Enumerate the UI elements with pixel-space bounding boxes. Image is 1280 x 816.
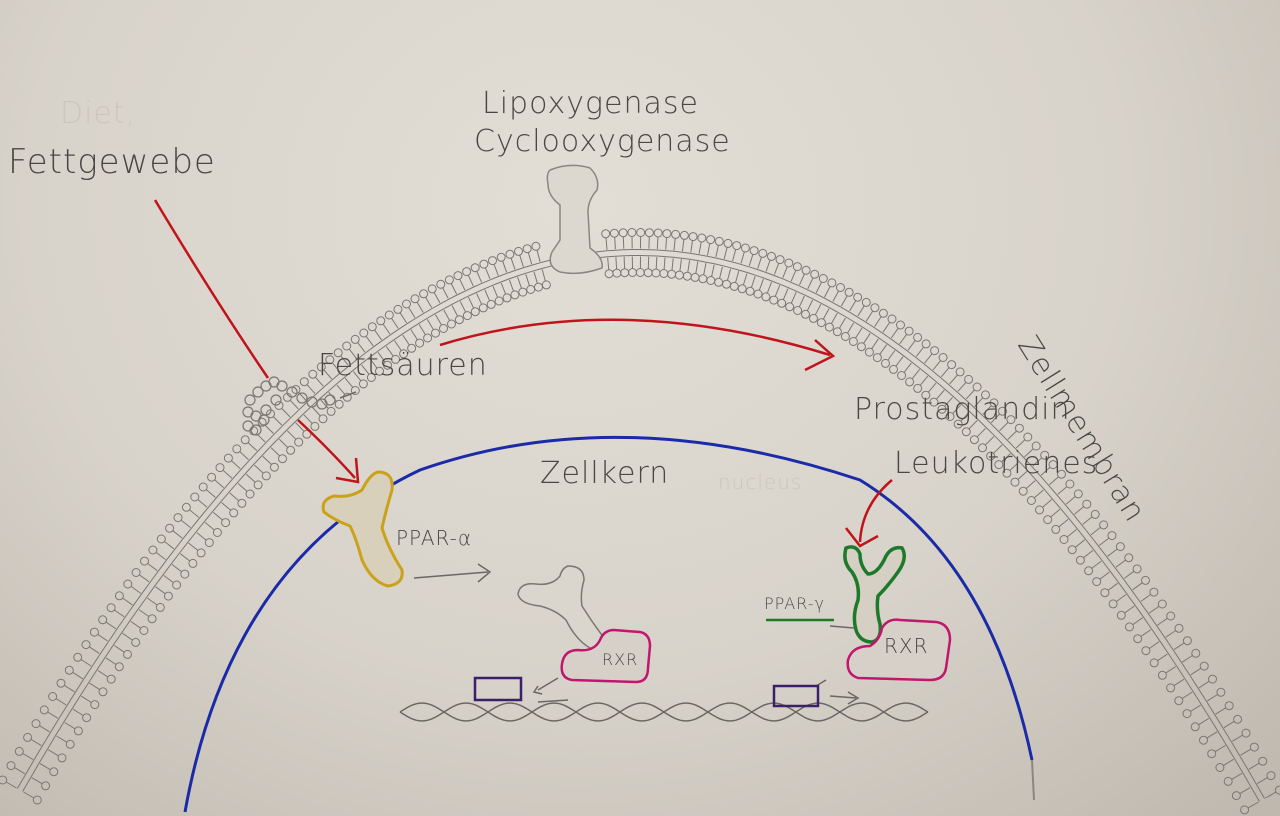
label-rxr-right: RXR (884, 634, 929, 658)
label-fettsauren: Fettsäuren (318, 348, 488, 383)
label-zellkern: Zellkern (540, 456, 669, 491)
ppar-alpha-receptor (323, 472, 402, 586)
label-nucleus: nucleus (718, 470, 802, 494)
cell-membrane-bilayer (0, 229, 1280, 814)
nucleus-envelope-pencil-end (1032, 760, 1034, 800)
label-prostaglandin: Prostaglandin (854, 392, 1071, 427)
ppar-alpha-bound-pencil (518, 566, 604, 648)
lipoxygenase-cyclooxygenase-enzyme (547, 165, 602, 273)
promoter-box-left (475, 678, 521, 700)
label-cyclooxygenase: Cyclooxygenase (474, 124, 731, 159)
transcription-arrow-right (816, 680, 858, 704)
transcription-arrow-left (534, 678, 568, 702)
promoter-box-right (774, 686, 818, 706)
label-diet: Diet, (60, 96, 136, 131)
arrow-fatty-acids-to-eicosanoids (440, 320, 833, 370)
label-ppar-gamma: PPAR-γ (764, 594, 825, 613)
dna-double-helix (400, 703, 928, 721)
arrow-fatty-acids-to-ppar-alpha (298, 420, 358, 482)
arrow-fettgewebe-to-fatty-acids (155, 200, 268, 378)
label-fettgewebe: Fettgewebe (8, 142, 216, 182)
label-leukotrienes: Leukotrienes (894, 446, 1098, 481)
label-rxr-left: RXR (602, 650, 638, 669)
ppar-gamma-pointer (830, 626, 854, 628)
fatty-acid-cluster (243, 377, 335, 435)
arrow-eicosanoids-to-ppar-gamma (846, 480, 892, 546)
ppar-alpha-translocation-arrow (414, 564, 490, 582)
label-ppar-alpha: PPAR-α (396, 526, 472, 550)
label-lipoxygenase: Lipoxygenase (482, 86, 699, 121)
